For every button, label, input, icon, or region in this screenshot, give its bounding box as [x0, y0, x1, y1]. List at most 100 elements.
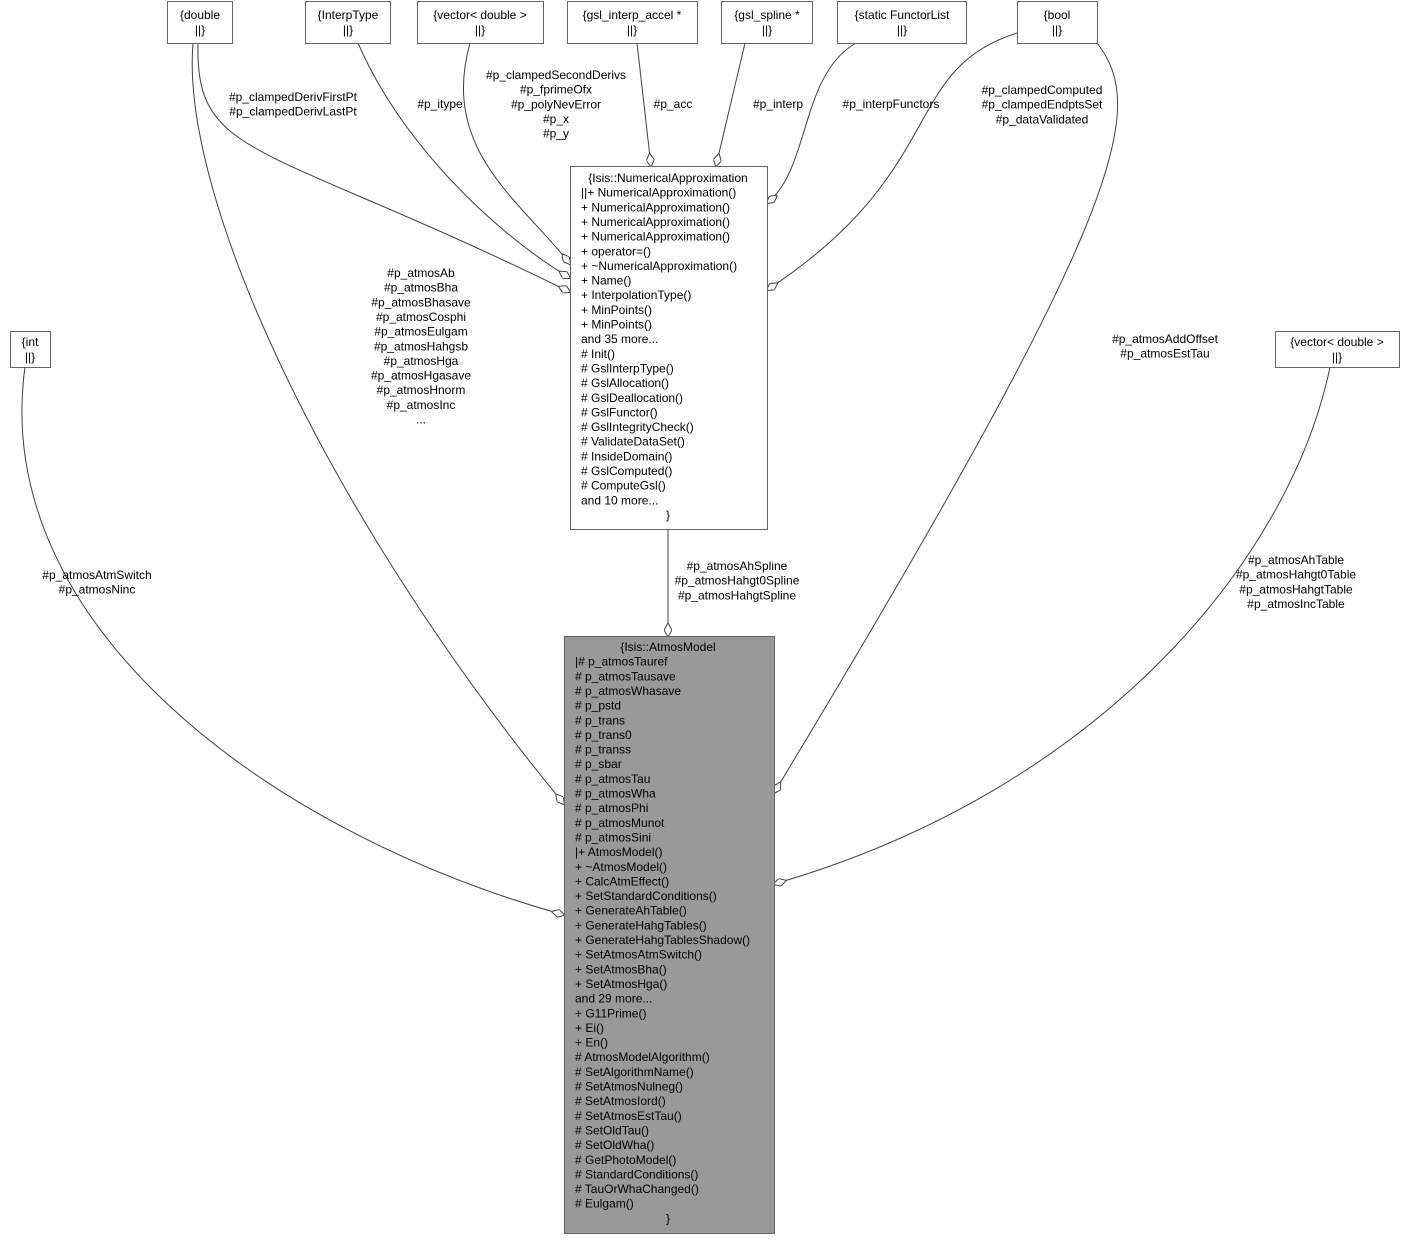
class-member: |# p_atmosTauref — [575, 655, 668, 669]
node-label: ||} — [25, 350, 35, 364]
node-label: ||} — [475, 23, 485, 37]
node-functorlist[interactable]: {static FunctorList ||} — [837, 1, 967, 44]
node-label: {double — [180, 8, 220, 22]
edge-label: #p_atmosHahgt0Table — [1236, 568, 1356, 582]
edge-spline-na — [716, 42, 746, 166]
node-label: {int — [22, 335, 39, 349]
class-member: # p_sbar — [575, 757, 622, 771]
class-member: + InterpolationType() — [581, 288, 691, 302]
edge-label: #p_dataValidated — [996, 112, 1089, 126]
class-member: ||+ NumericalApproximation() — [581, 186, 736, 200]
class-title: {Isis::AtmosModel — [620, 640, 715, 654]
edge-label: ... — [416, 413, 426, 427]
node-gsl-spline[interactable]: {gsl_spline * ||} — [721, 1, 813, 44]
node-bool[interactable]: {bool ||} — [1017, 1, 1098, 44]
edge-vector-atmos — [774, 366, 1331, 884]
edge-label: #p_atmosHga — [384, 354, 459, 368]
class-member: # StandardConditions() — [575, 1167, 698, 1181]
class-member: # p_transs — [575, 743, 631, 757]
class-member: + ~NumericalApproximation() — [581, 259, 737, 273]
node-label: {vector< double > — [433, 8, 526, 22]
edge-bool-na — [767, 32, 1018, 290]
edge-label: #p_atmosHgasave — [371, 369, 471, 383]
node-gsl-interp-accel[interactable]: {gsl_interp_accel * ||} — [567, 1, 698, 44]
edge-label: #p_acc — [654, 97, 693, 111]
class-member: # GslAllocation() — [581, 376, 669, 390]
edge-labels: #p_clampedDerivFirstPt#p_clampedDerivLas… — [42, 68, 1356, 611]
edge-label: #p_atmosAddOffset — [1112, 332, 1219, 346]
edge-label: #p_atmosCosphi — [376, 310, 466, 324]
class-member: # p_atmosWhasave — [575, 684, 681, 698]
class-member: + MinPoints() — [581, 303, 652, 317]
node-label: {static FunctorList — [855, 8, 950, 22]
class-member: # ValidateDataSet() — [581, 435, 685, 449]
edge-int-atmos — [21, 366, 564, 915]
edge-label: #p_clampedComputed — [982, 83, 1103, 97]
edge-label: #p_atmosNinc — [59, 583, 136, 597]
node-vector-double[interactable]: {vector< double > ||} — [417, 1, 544, 44]
class-member: # p_atmosTausave — [575, 669, 676, 683]
class-member: # SetAtmosEstTau() — [575, 1109, 682, 1123]
class-member: + SetAtmosBha() — [575, 962, 667, 976]
edge-label: #p_atmosAhSpline — [687, 559, 788, 573]
edge-label: #p_x — [543, 112, 569, 126]
node-label: {InterpType — [318, 8, 379, 22]
class-member: + GenerateHahgTables() — [575, 918, 707, 932]
node-label: {gsl_spline * — [734, 8, 800, 22]
node-label: ||} — [343, 23, 353, 37]
class-member: + Ei() — [575, 1021, 604, 1035]
class-member: + operator=() — [581, 244, 651, 258]
edge-label: #p_atmosEulgam — [374, 325, 467, 339]
class-member: # SetOldTau() — [575, 1123, 649, 1137]
edge-label: #p_atmosEstTau — [1120, 347, 1209, 361]
class-member: + NumericalApproximation() — [581, 200, 730, 214]
class-member: # Init() — [581, 347, 615, 361]
node-numerical-approximation[interactable]: {Isis::NumericalApproximation ||+ Numeri… — [570, 166, 768, 530]
class-member: # InsideDomain() — [581, 449, 672, 463]
class-member: # p_pstd — [575, 699, 621, 713]
class-member: + GenerateHahgTablesShadow() — [575, 933, 750, 947]
class-member: and 35 more... — [581, 332, 658, 346]
edge-label: #p_atmosHahgtSpline — [678, 588, 796, 602]
class-member: + SetAtmosHga() — [575, 977, 667, 991]
class-member: # SetOldWha() — [575, 1138, 654, 1152]
node-double[interactable]: {double ||} — [167, 1, 233, 44]
node-vector-double-right[interactable]: {vector< double > ||} — [1275, 331, 1400, 368]
edge-label: #p_clampedDerivLastPt — [229, 105, 357, 119]
edge-label: #p_fprimeOfx — [520, 83, 592, 97]
node-label: ||} — [627, 23, 637, 37]
class-title: {Isis::NumericalApproximation — [588, 171, 747, 185]
class-member: and 29 more... — [575, 992, 652, 1006]
class-close: } — [666, 508, 670, 522]
edges — [21, 32, 1331, 915]
node-int[interactable]: {int ||} — [10, 331, 51, 368]
class-member: + NumericalApproximation() — [581, 230, 730, 244]
class-member: # AtmosModelAlgorithm() — [575, 1050, 710, 1064]
class-member: # p_atmosPhi — [575, 801, 648, 815]
edge-label: #p_y — [543, 127, 569, 141]
class-member: and 10 more... — [581, 493, 658, 507]
edge-label: #p_atmosHahgtTable — [1239, 582, 1353, 596]
edge-label: #p_atmosIncTable — [1247, 597, 1345, 611]
class-close: } — [666, 1211, 670, 1225]
node-interptype[interactable]: {InterpType ||} — [305, 1, 391, 44]
node-label: {gsl_interp_accel * — [583, 8, 682, 22]
edge-label: #p_interp — [753, 97, 803, 111]
edge-label: #p_atmosHnorm — [377, 383, 466, 397]
edge-double-na — [197, 42, 570, 292]
node-label: {bool — [1044, 8, 1071, 22]
node-atmos-model[interactable]: {Isis::AtmosModel |# p_atmosTauref# p_at… — [564, 636, 775, 1234]
class-member: + SetStandardConditions() — [575, 889, 717, 903]
class-member: + GenerateAhTable() — [575, 904, 687, 918]
edge-label: #p_atmosBhasave — [371, 295, 471, 309]
class-member: # GslFunctor() — [581, 405, 658, 419]
class-member: # GslDeallocation() — [581, 391, 683, 405]
edge-label: #p_clampedSecondDerivs — [486, 68, 626, 82]
edge-label: #p_interpFunctors — [843, 97, 940, 111]
node-label: ||} — [195, 23, 205, 37]
edge-label: #p_clampedDerivFirstPt — [229, 90, 358, 104]
class-member: # Eulgam() — [575, 1197, 634, 1211]
class-member: + Name() — [581, 274, 631, 288]
class-member: # SetAtmosIord() — [575, 1094, 666, 1108]
edge-label: #p_atmosAhTable — [1248, 553, 1344, 567]
